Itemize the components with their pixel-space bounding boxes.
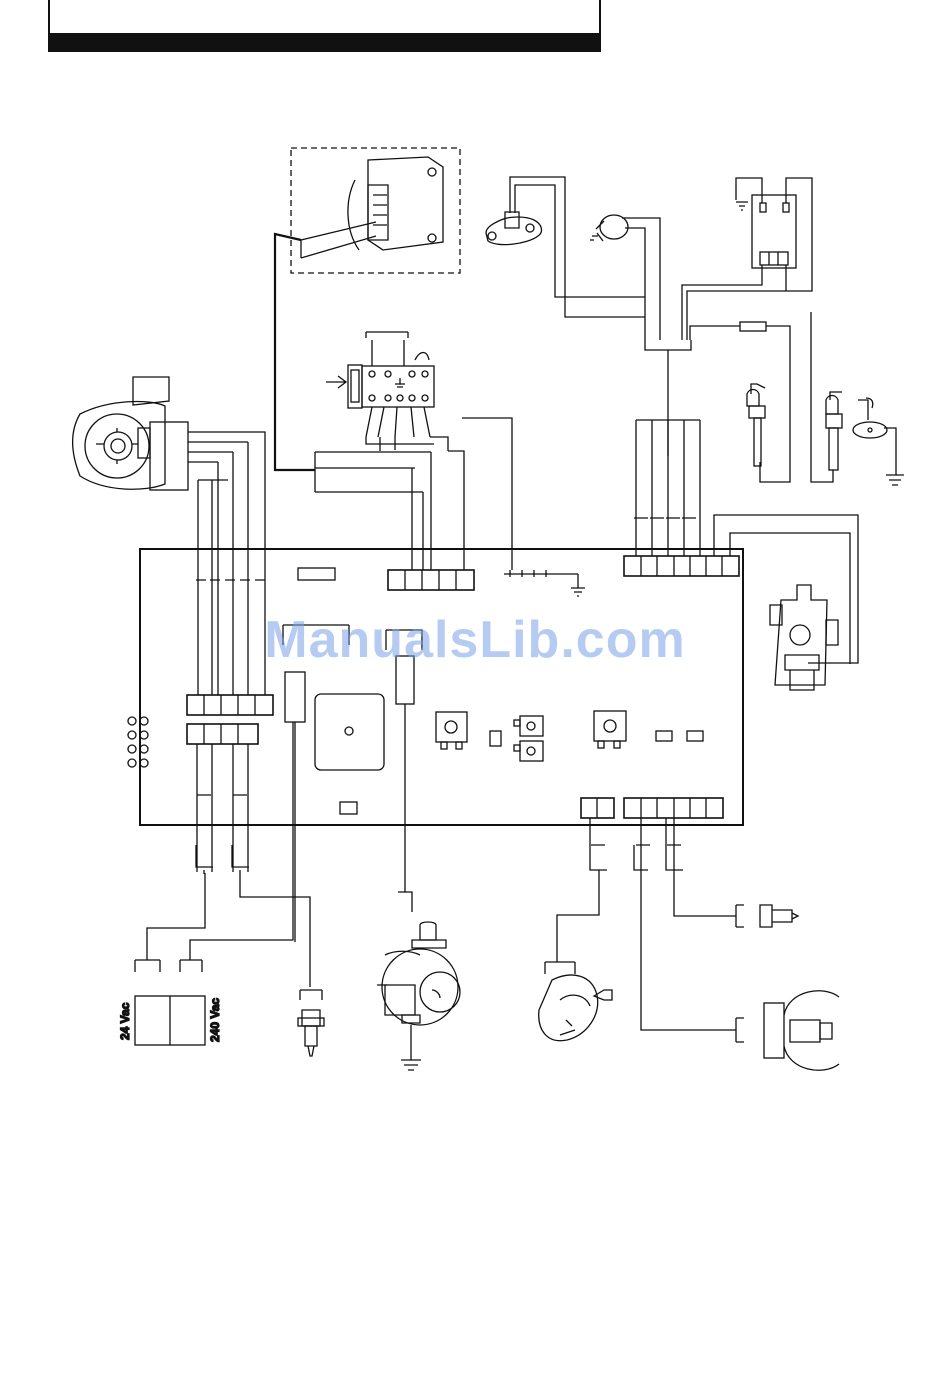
control-pcb	[128, 549, 743, 825]
condensate-sensor-icon	[682, 178, 812, 340]
ignition-unit-icon	[291, 148, 460, 273]
fan-motor-icon	[73, 377, 189, 490]
electrode-lead	[760, 326, 790, 482]
hall-flow-sensor-icon	[634, 818, 839, 1070]
junction	[645, 340, 691, 350]
ignition-lead	[275, 234, 315, 470]
inline-resistor-icon	[740, 322, 766, 331]
transformer-icon	[135, 722, 293, 1045]
temperature-sensor-icon	[298, 990, 324, 1056]
pressure-sensor-icon	[539, 818, 612, 1041]
air-pressure-switch-icon	[326, 330, 434, 437]
fuse-lead	[690, 326, 740, 340]
ignition-electrode-icon	[747, 384, 765, 466]
watermark-text: ManualsLib.com	[0, 610, 950, 670]
aps-harness	[315, 418, 512, 570]
transformer-high-label: 240 Vac	[208, 998, 222, 1042]
transformer-low-label: 24 Vac	[118, 1002, 132, 1040]
pump-lead	[398, 704, 412, 912]
right-harness	[634, 420, 700, 556]
pump-icon	[377, 922, 460, 1070]
flow-sensor-icon	[666, 818, 798, 927]
overheat-thermostat-icon	[486, 177, 645, 317]
thermal-fuse-icon	[590, 215, 660, 340]
detection-electrode-icon	[811, 312, 904, 485]
